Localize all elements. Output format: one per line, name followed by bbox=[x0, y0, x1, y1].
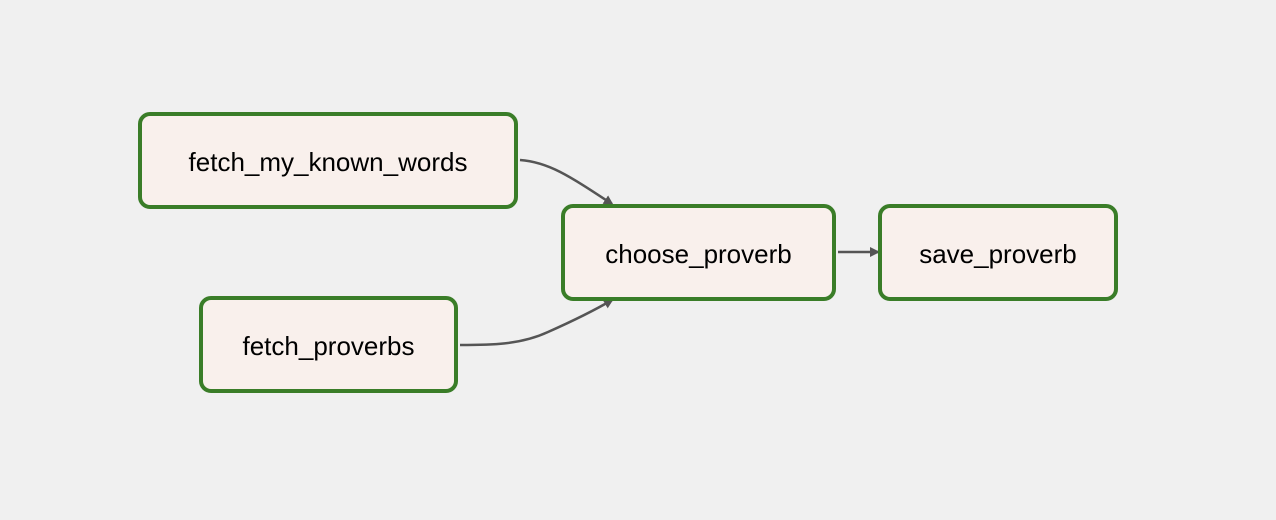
node-label: choose_proverb bbox=[605, 238, 792, 269]
node-choose-proverb[interactable]: choose_proverb bbox=[561, 204, 836, 301]
node-label: fetch_my_known_words bbox=[188, 146, 468, 177]
node-save-proverb[interactable]: save_proverb bbox=[878, 204, 1118, 301]
node-label: save_proverb bbox=[919, 238, 1077, 269]
node-fetch-my-known-words[interactable]: fetch_my_known_words bbox=[138, 112, 518, 209]
edge-fetch-proverbs-to-choose-proverb bbox=[459, 298, 614, 347]
edge-fetch-my-known-words-to-choose-proverb bbox=[519, 158, 614, 206]
node-label: fetch_proverbs bbox=[242, 330, 415, 361]
node-fetch-proverbs[interactable]: fetch_proverbs bbox=[199, 296, 458, 393]
